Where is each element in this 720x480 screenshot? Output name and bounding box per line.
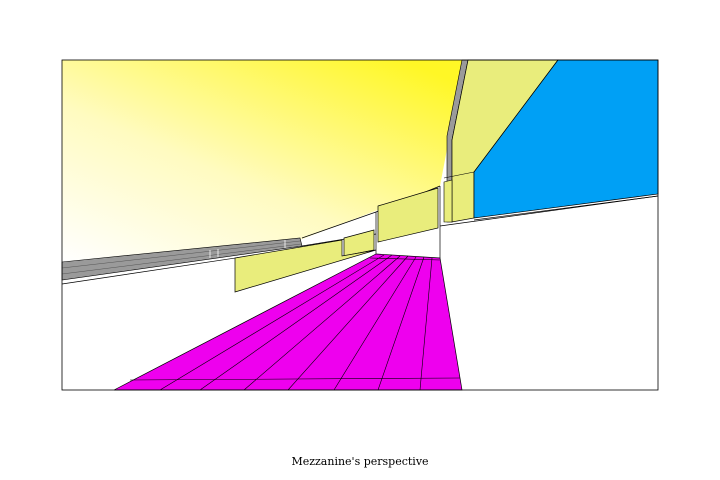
yellow-panel-left — [234, 239, 377, 293]
frame-border — [61, 59, 659, 391]
panel-edge — [443, 171, 475, 179]
yellow-panel-small — [443, 179, 453, 223]
floor-planks — [129, 254, 461, 391]
yellow-panel-far-right — [377, 187, 439, 243]
rail-line — [61, 243, 302, 275]
wall-edge — [439, 195, 659, 227]
drawing-caption: Mezzanine's perspective — [291, 455, 429, 468]
rail-line — [61, 240, 301, 269]
ceiling-edge — [301, 211, 377, 239]
ceiling-plane — [62, 60, 464, 262]
